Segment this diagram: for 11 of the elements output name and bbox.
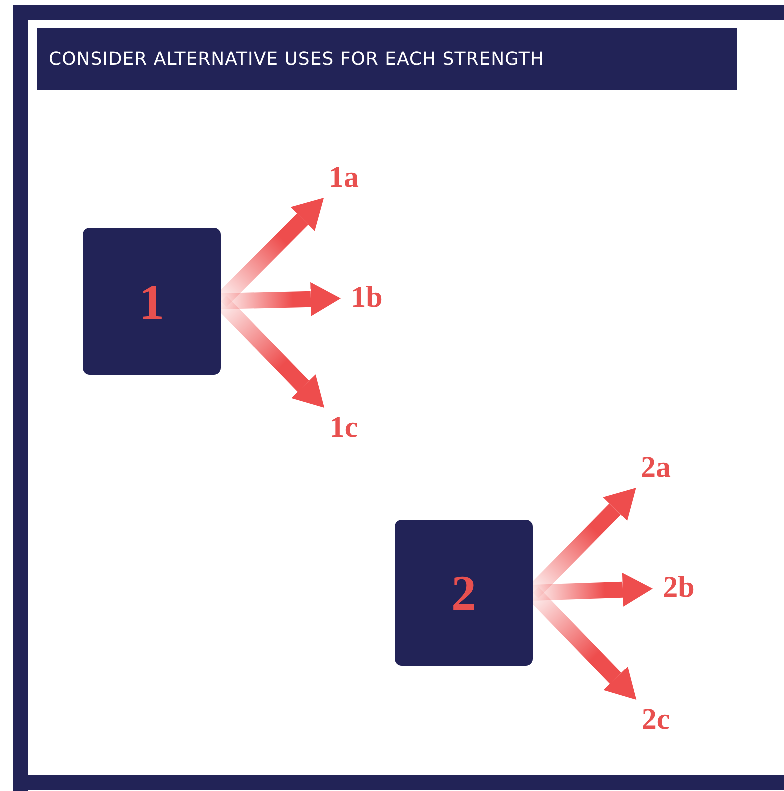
title-banner: CONSIDER ALTERNATIVE USES FOR EACH STRENGTH [37,28,737,90]
arrow [532,572,653,607]
option-label: 1c [318,408,370,448]
number-box: 2 [395,520,533,666]
number-box: 1 [83,228,221,375]
option-label: 2c [630,700,682,740]
option-label: 1b [341,278,393,318]
arrow [220,282,341,316]
option-label: 2a [630,448,682,488]
option-label: 1a [318,158,370,198]
option-label: 2b [653,568,705,608]
